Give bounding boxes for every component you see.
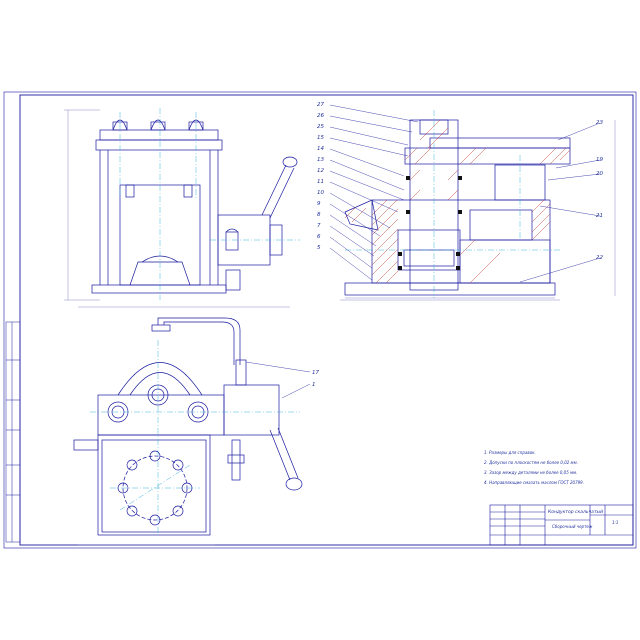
part-label: 23 [596,120,603,126]
part-label: 10 [317,190,324,196]
part-label: 19 [596,157,603,163]
part-label: 14 [317,146,324,152]
front-view-centerlines [119,108,300,300]
part-label: 6 [317,234,321,240]
section-centerlines [345,110,560,298]
part-label: 1 [312,382,316,388]
part-label: 9 [317,201,321,207]
plan-leaders [245,361,311,399]
sheet-inner-frame [19,94,634,546]
part-label: 15 [317,135,324,141]
part-label: 26 [317,113,324,119]
title-block-subtitle: Сборочный чертеж [552,524,593,529]
part-label: 13 [317,157,324,163]
part-label: 27 [317,102,324,108]
section-dimension-lines [340,120,616,301]
part-label: 17 [312,370,319,376]
part-labels-right-group: 23 19 20 21 22 [596,120,603,261]
part-label: 20 [596,171,603,177]
note-line: 3. Зазор между деталями не более 0,05 мм… [484,470,578,475]
title-block-title: Кондуктор скальчатый [548,510,604,515]
plan-view-centerlines [90,340,300,535]
part-label: 7 [317,223,321,229]
part-label: 21 [596,213,603,219]
title-block [489,504,634,546]
part-label: 25 [317,124,324,130]
front-view [64,109,298,308]
section-leaders-right [519,122,601,283]
part-label: 22 [596,255,603,261]
note-line: 2. Допуски по плоскостям не более 0,02 м… [484,460,578,465]
title-block-sheet: 1:1 [612,520,619,525]
section-view [344,119,571,299]
part-label: 8 [317,212,321,218]
note-line: 4. Направляющие смазать маслом ГОСТ 2079… [484,480,584,485]
plan-view [73,317,303,546]
part-label: 5 [317,245,321,251]
left-margin-stamp [5,321,21,543]
part-labels-left-group: 27 26 25 15 14 13 12 11 10 9 8 7 6 5 [317,102,324,251]
section-leaders-left [329,104,419,281]
part-label: 12 [317,168,324,174]
part-label: 11 [317,179,324,185]
seal-rings [398,176,462,270]
sheet-outer-frame [3,91,637,549]
section-hatching [344,119,571,284]
note-line: 1. Размеры для справок. [484,450,536,455]
